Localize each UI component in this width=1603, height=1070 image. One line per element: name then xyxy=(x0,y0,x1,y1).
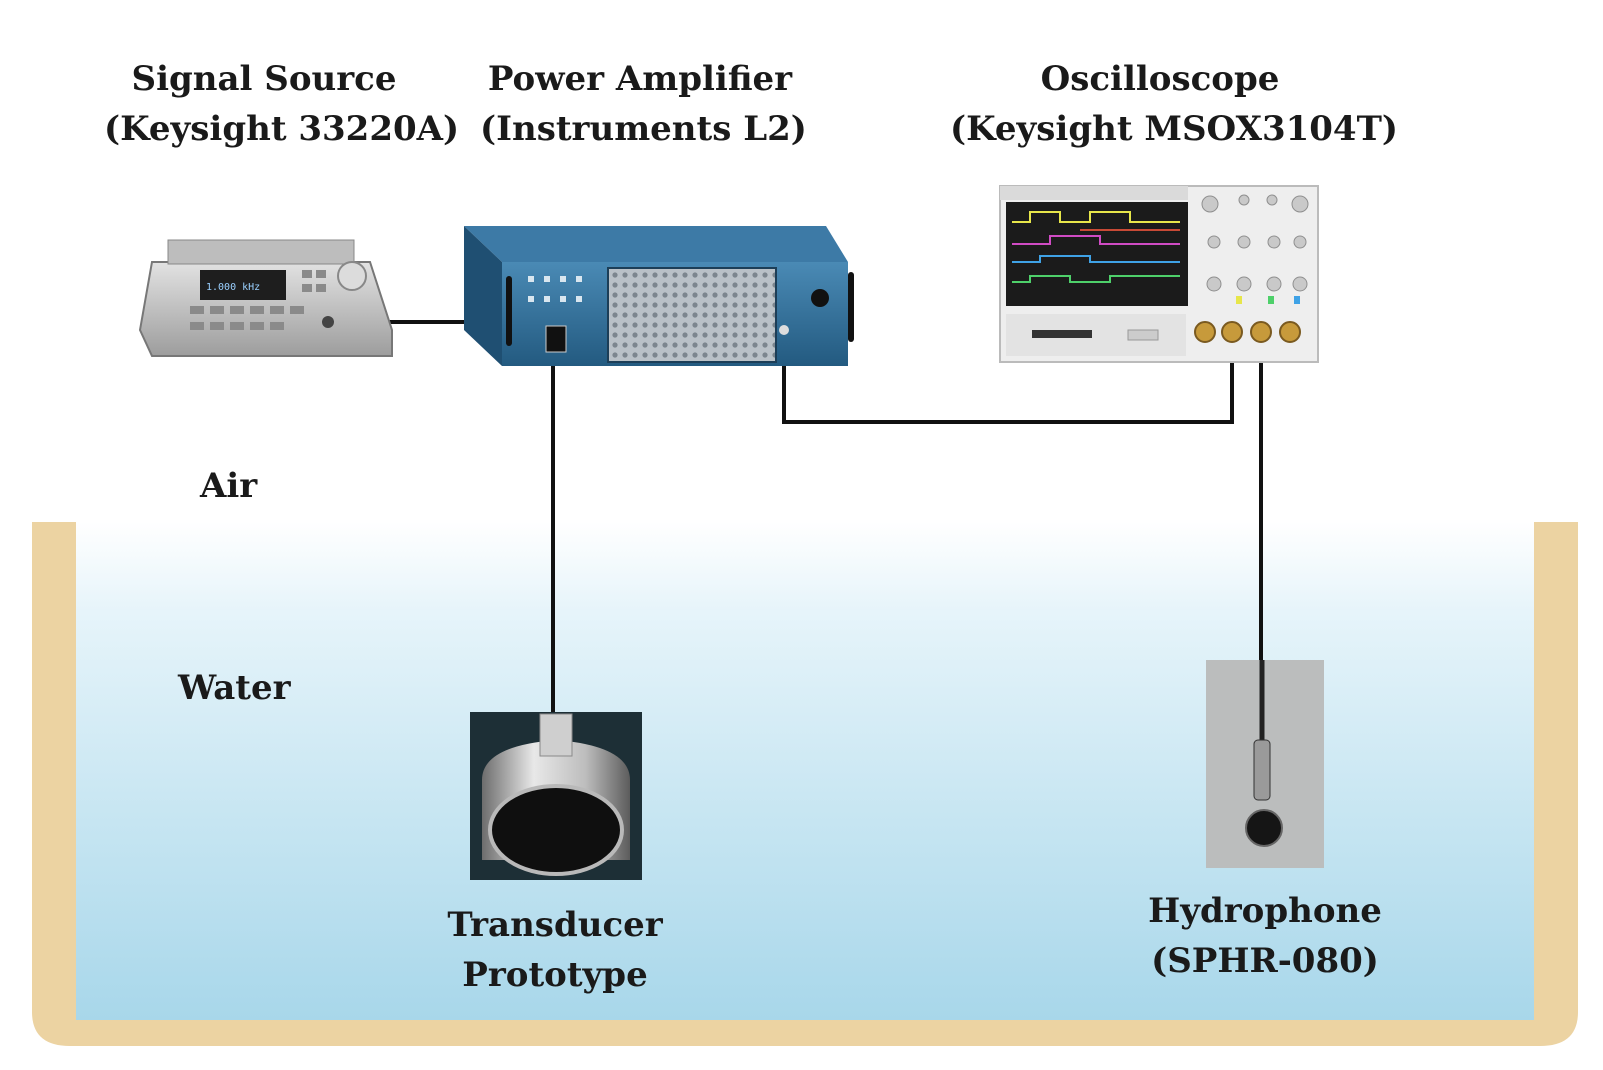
transducer-type: Prototype xyxy=(462,955,648,995)
generator-knob xyxy=(337,261,367,291)
signal-generator-device: 1.000 kHz xyxy=(138,239,393,357)
power-amplifier-name: Power Amplifier xyxy=(487,59,793,99)
signal-source-model: (Keysight 33220A) xyxy=(104,109,460,149)
oscilloscope-screen xyxy=(1006,202,1188,306)
svg-text:1.000 kHz: 1.000 kHz xyxy=(206,282,260,293)
amplifier-output-connector xyxy=(779,325,789,335)
generator-display xyxy=(200,270,286,300)
amplifier-gain-knob xyxy=(811,289,829,307)
air-label: Air xyxy=(200,466,258,506)
amplifier-power-switch xyxy=(545,325,567,353)
amplifier-grill xyxy=(607,267,777,363)
hydrophone-label: Hydrophone (SPHR-080) xyxy=(1130,886,1400,986)
hydrophone-device xyxy=(1206,660,1324,868)
signal-source-label: Signal Source (Keysight 33220A) xyxy=(104,54,460,154)
water-label: Water xyxy=(178,668,291,708)
power-amplifier-device xyxy=(464,226,854,366)
oscilloscope-device xyxy=(999,185,1319,363)
transducer-label: Transducer Prototype xyxy=(420,900,690,1000)
power-amplifier-label: Power Amplifier (Instruments L2) xyxy=(480,54,807,154)
power-amplifier-model: (Instruments L2) xyxy=(480,109,807,149)
transducer-name: Transducer xyxy=(447,905,663,945)
signal-source-name: Signal Source xyxy=(131,59,397,99)
hydrophone-name: Hydrophone xyxy=(1148,891,1382,931)
generator-output-connector xyxy=(322,316,334,328)
cable-amplifier-to-oscilloscope xyxy=(782,328,1234,424)
transducer-prototype-device xyxy=(470,712,642,880)
hydrophone-model: (SPHR-080) xyxy=(1151,941,1379,981)
oscilloscope-label: Oscilloscope (Keysight MSOX3104T) xyxy=(950,54,1398,154)
oscilloscope-input-connectors xyxy=(1194,321,1301,343)
oscilloscope-name: Oscilloscope xyxy=(1040,59,1280,99)
oscilloscope-model: (Keysight MSOX3104T) xyxy=(950,109,1398,149)
